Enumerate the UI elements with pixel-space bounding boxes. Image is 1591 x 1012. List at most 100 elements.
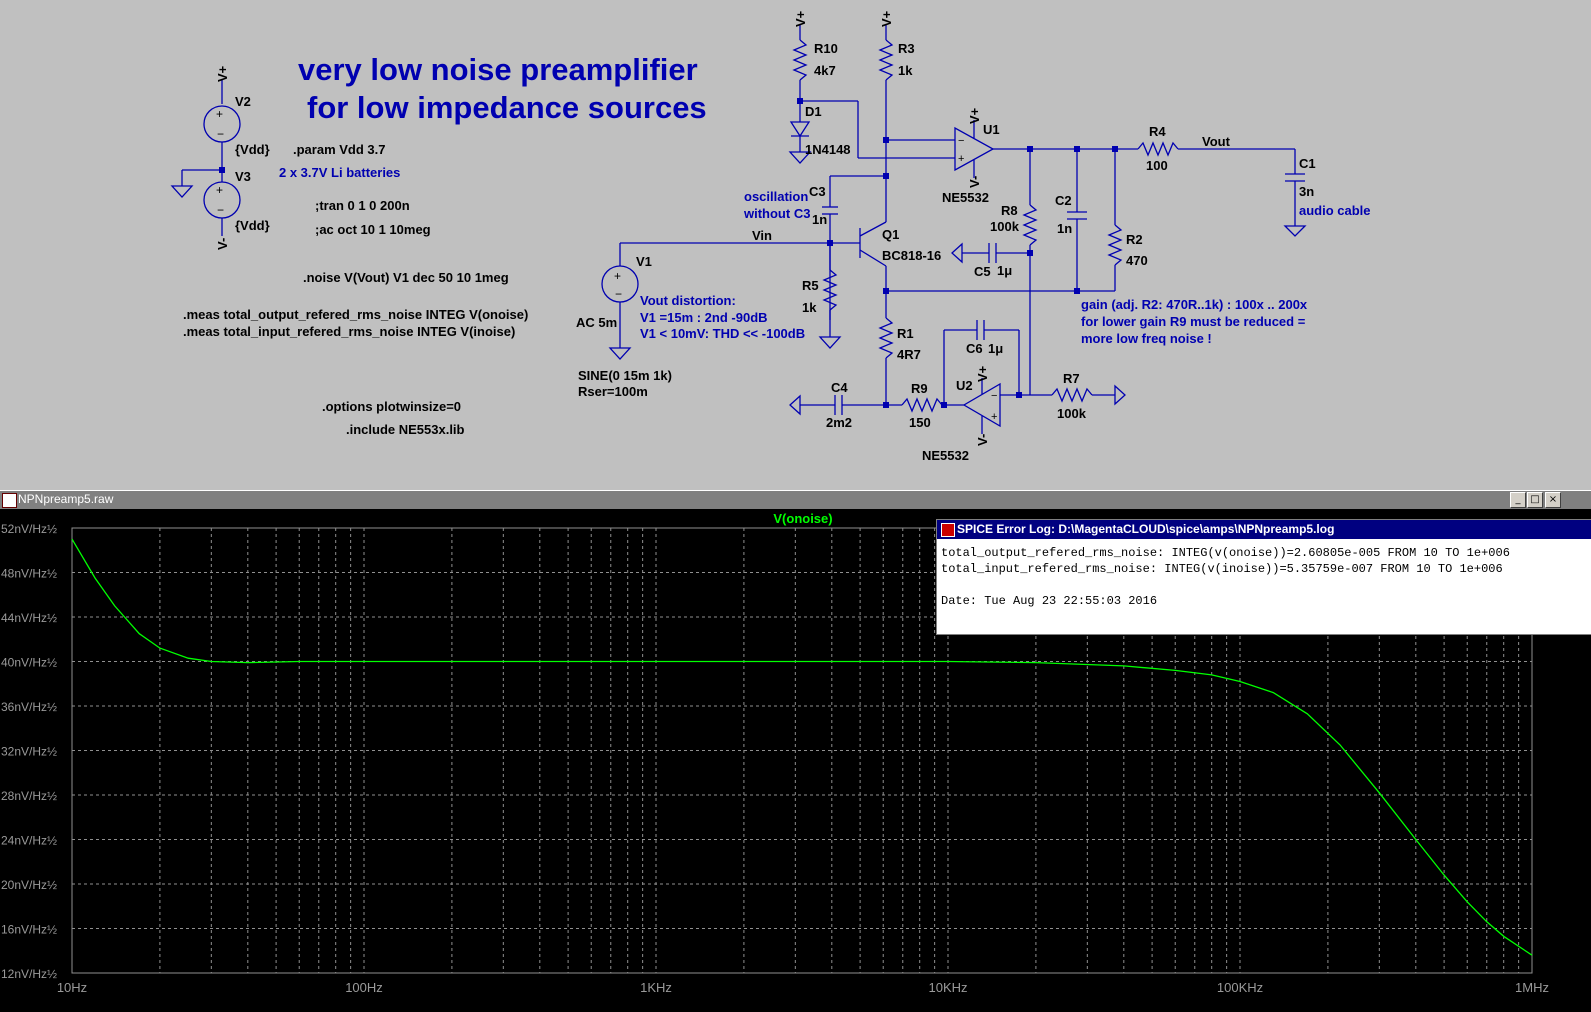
vplus-label-r10: V+	[793, 10, 808, 27]
param-directive[interactable]: .param Vdd 3.7	[293, 142, 385, 157]
v1-source[interactable]: + −	[601, 243, 639, 360]
r3-value: 1k	[898, 63, 913, 78]
v1-rser: Rser=100m	[578, 384, 648, 399]
error-log-titlebar[interactable]: SPICE Error Log: D:\MagentaCLOUD\spice\a…	[937, 520, 1591, 539]
r5-value: 1k	[802, 300, 817, 315]
meas-input-directive[interactable]: .meas total_input_refered_rms_noise INTE…	[183, 324, 515, 339]
schematic-title-line1: very low noise preamplifier	[298, 52, 698, 87]
schematic-title-line2: for low impedance sources	[307, 90, 707, 125]
svg-text:+: +	[614, 269, 621, 283]
c5-value: 1μ	[997, 263, 1012, 278]
osc-note-2: without C3	[743, 206, 810, 221]
svg-text:+: +	[216, 183, 223, 197]
svg-text:+: +	[958, 153, 964, 165]
options-directive[interactable]: .options plotwinsize=0	[322, 399, 461, 414]
c2-value: 1n	[1057, 221, 1072, 236]
tran-directive[interactable]: ;tran 0 1 0 200n	[315, 198, 410, 213]
c4-name: C4	[831, 380, 848, 395]
u1-value: NE5532	[942, 190, 989, 205]
u2-name: U2	[956, 378, 973, 393]
svg-text:−: −	[217, 203, 224, 217]
c3-value: 1n	[812, 212, 827, 227]
noise-directive[interactable]: .noise V(Vout) V1 dec 50 10 1meg	[303, 270, 509, 285]
u2-opamp[interactable]: − +	[962, 378, 1001, 434]
schematic-editor[interactable]: very low noise preamplifier for low impe…	[0, 0, 1591, 488]
v2-name: V2	[235, 94, 251, 109]
vminus-label-batt: V-	[215, 238, 230, 250]
y-tick-label: 20nV/Hz½	[1, 878, 57, 892]
schematic-canvas[interactable]: very low noise preamplifier for low impe…	[0, 0, 1591, 488]
vin-net-label: Vin	[752, 228, 772, 243]
u2-value: NE5532	[922, 448, 969, 463]
trace-label[interactable]: V(onoise)	[773, 511, 832, 526]
r8-value: 100k	[990, 219, 1020, 234]
r4-name: R4	[1149, 124, 1166, 139]
ac-directive[interactable]: ;ac oct 10 1 10meg	[315, 222, 431, 237]
y-tick-label: 44nV/Hz½	[1, 611, 57, 625]
d1-value: 1N4148	[805, 142, 851, 157]
log-date: Date: Tue Aug 23 22:55:03 2016	[941, 594, 1158, 608]
vplus-label-u1: V+	[967, 107, 982, 124]
r1-value: 4R7	[897, 347, 921, 362]
vminus-label-u2: V-	[975, 434, 990, 446]
y-tick-label: 40nV/Hz½	[1, 656, 57, 670]
meas-output-directive[interactable]: .meas total_output_refered_rms_noise INT…	[183, 307, 528, 322]
x-tick-label: 1MHz	[1515, 980, 1549, 995]
r4-value: 100	[1146, 158, 1168, 173]
v1-name: V1	[636, 254, 652, 269]
y-tick-label: 32nV/Hz½	[1, 745, 57, 759]
r5-name: R5	[802, 278, 819, 293]
minimize-button[interactable]: _	[1510, 492, 1526, 508]
v3-name: V3	[235, 169, 251, 184]
r9-value: 150	[909, 415, 931, 430]
y-tick-label: 48nV/Hz½	[1, 567, 57, 581]
r9-name: R9	[911, 381, 928, 396]
svg-text:+: +	[991, 411, 997, 423]
v2-value: {Vdd}	[235, 142, 270, 157]
c2-name: C2	[1055, 193, 1072, 208]
cable-note: audio cable	[1299, 203, 1371, 218]
gain-note-2: for lower gain R9 must be reduced =	[1081, 314, 1306, 329]
series-line-onoise[interactable]	[71, 538, 1533, 956]
battery-stack[interactable]: + − + −	[170, 80, 241, 236]
dist-note-3: V1 < 10mV: THD << -100dB	[640, 326, 805, 341]
v1-value: AC 5m	[576, 315, 617, 330]
c3-name: C3	[809, 184, 826, 199]
v3-value: {Vdd}	[235, 218, 270, 233]
close-button[interactable]: ×	[1545, 492, 1561, 508]
c6-value: 1μ	[988, 341, 1003, 356]
r1-name: R1	[897, 326, 914, 341]
y-tick-label: 28nV/Hz½	[1, 789, 57, 803]
c1-name: C1	[1299, 156, 1316, 171]
q1-value: BC818-16	[882, 248, 941, 263]
u1-opamp[interactable]: − +	[954, 120, 1115, 178]
gain-note-3: more low freq noise !	[1081, 331, 1212, 346]
y-tick-label: 12nV/Hz½	[1, 967, 57, 981]
maximize-button[interactable]: □	[1527, 492, 1543, 508]
r10-value: 4k7	[814, 63, 836, 78]
x-tick-label: 1KHz	[640, 980, 672, 995]
log-line-output-noise: total_output_refered_rms_noise: INTEG(v(…	[941, 546, 1510, 560]
error-log-title: SPICE Error Log: D:\MagentaCLOUD\spice\a…	[957, 522, 1335, 536]
osc-note-1: oscillation	[744, 189, 808, 204]
r10-name: R10	[814, 41, 838, 56]
q1-transistor[interactable]	[854, 205, 887, 292]
waveform-icon	[2, 493, 17, 508]
c1-value: 3n	[1299, 184, 1314, 199]
r3-name: R3	[898, 41, 915, 56]
r7-name: R7	[1063, 371, 1080, 386]
include-directive[interactable]: .include NE553x.lib	[346, 422, 465, 437]
spice-error-log-window[interactable]: SPICE Error Log: D:\MagentaCLOUD\spice\a…	[936, 519, 1591, 635]
u1-name: U1	[983, 122, 1000, 137]
log-line-input-noise: total_input_refered_rms_noise: INTEG(v(i…	[941, 562, 1503, 576]
vplus-label-r3: V+	[879, 10, 894, 27]
c5-name: C5	[974, 264, 991, 279]
x-tick-label: 10KHz	[928, 980, 967, 995]
r2-value: 470	[1126, 253, 1148, 268]
d1-name: D1	[805, 104, 822, 119]
error-log-body[interactable]: total_output_refered_rms_noise: INTEG(v(…	[937, 539, 1591, 615]
dist-note-2: V1 =15m : 2nd -90dB	[640, 310, 768, 325]
svg-text:+: +	[216, 107, 223, 121]
plot-window-titlebar[interactable]: NPNpreamp5.raw _ □ ×	[0, 490, 1591, 509]
q1-name: Q1	[882, 227, 899, 242]
